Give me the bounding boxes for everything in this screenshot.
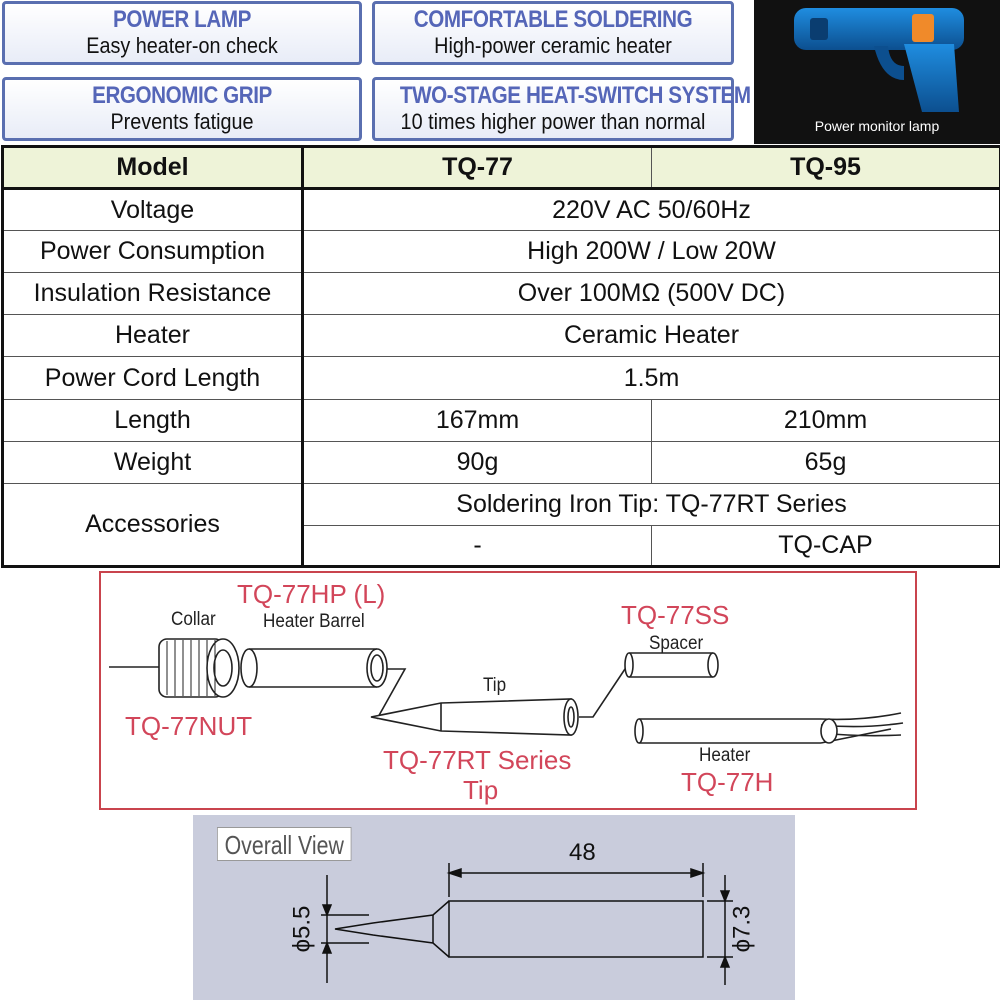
label-heater-barrel: Heater Barrel	[263, 611, 365, 632]
part-number-barrel: TQ-77HP (L)	[237, 579, 386, 609]
exploded-parts-diagram: Collar Heater Barrel Spacer Tip Heater T…	[99, 571, 917, 810]
spec-table: Model TQ-77 TQ-95 Voltage 220V AC 50/60H…	[1, 145, 1000, 568]
table-row: Insulation Resistance Over 100MΩ (500V D…	[2, 272, 1000, 316]
row-label-accessories: Accessories	[2, 482, 304, 568]
feature-title: POWER LAMP	[113, 6, 251, 33]
dimension-body-diameter: ϕ7.3	[728, 905, 756, 953]
part-number-tip-word: Tip	[463, 775, 499, 805]
feature-comfortable-soldering: COMFORTABLE SOLDERING High-power ceramic…	[372, 1, 734, 65]
table-row: Heater Ceramic Heater	[2, 314, 1000, 358]
table-row: Length 167mm 210mm	[2, 398, 1000, 442]
barrel-part	[249, 648, 377, 688]
table-row: Voltage 220V AC 50/60Hz	[2, 188, 1000, 232]
soldering-iron-illustration	[794, 8, 964, 112]
row-label-heater: Heater	[2, 314, 304, 358]
feature-subtitle: High-power ceramic heater	[434, 33, 672, 58]
iron-handle	[904, 44, 959, 112]
spacer-part	[629, 652, 713, 678]
cell-length-tq77: 167mm	[302, 398, 652, 442]
heater-wires	[820, 712, 904, 744]
row-label-cord: Power Cord Length	[2, 356, 304, 400]
header-tq95: TQ-95	[651, 145, 1000, 191]
feature-title: COMFORTABLE SOLDERING	[413, 6, 693, 33]
header-model: Model	[2, 145, 304, 191]
power-lamp-icon	[912, 14, 934, 42]
heater-part	[639, 718, 821, 744]
dimension-length: 48	[569, 839, 596, 866]
tip-dimension-drawing	[321, 863, 733, 985]
label-collar: Collar	[171, 609, 216, 630]
feature-title: ERGONOMIC GRIP	[92, 82, 272, 109]
feature-power-lamp: POWER LAMP Easy heater-on check	[2, 1, 362, 65]
cell-weight-tq95: 65g	[651, 440, 1000, 484]
product-photo: Power monitor lamp	[754, 0, 1000, 144]
overall-view-title: Overall View	[217, 827, 352, 861]
photo-caption: Power monitor lamp	[814, 118, 940, 134]
cell-accessories-tip: Soldering Iron Tip: TQ-77RT Series	[302, 482, 1000, 526]
tip-point-outline	[334, 900, 450, 958]
cell-cord: 1.5m	[302, 356, 1000, 400]
feature-title: TWO-STAGE HEAT-SWITCH SYSTEM	[399, 82, 751, 109]
cell-voltage: 220V AC 50/60Hz	[302, 188, 1000, 232]
cell-accessories-tq77: -	[302, 524, 652, 568]
feature-ergonomic-grip: ERGONOMIC GRIP Prevents fatigue	[2, 77, 362, 141]
row-label-weight: Weight	[2, 440, 304, 484]
tip-body-outline	[448, 900, 704, 958]
cell-length-tq95: 210mm	[651, 398, 1000, 442]
overall-view-drawing: Overall View 48 ϕ5.5 ϕ7.	[193, 815, 795, 1000]
part-number-nut: TQ-77NUT	[125, 711, 253, 741]
cell-weight-tq77: 90g	[302, 440, 652, 484]
iron-trigger	[874, 46, 904, 80]
row-label-insulation: Insulation Resistance	[2, 272, 304, 316]
cell-power: High 200W / Low 20W	[302, 230, 1000, 274]
table-row: Power Consumption High 200W / Low 20W	[2, 230, 1000, 274]
feature-subtitle: Prevents fatigue	[110, 109, 254, 134]
cell-heater: Ceramic Heater	[302, 314, 1000, 358]
feature-subtitle: Easy heater-on check	[86, 33, 278, 58]
row-label-length: Length	[2, 398, 304, 442]
dimension-tip-diameter: ϕ5.5	[288, 905, 316, 953]
part-number-spacer: TQ-77SS	[621, 600, 730, 630]
label-tip: Tip	[483, 675, 507, 696]
feature-subtitle: 10 times higher power than normal	[400, 109, 706, 134]
parts-drawing	[109, 638, 904, 744]
label-spacer: Spacer	[649, 633, 704, 654]
table-row: Accessories Soldering Iron Tip: TQ-77RT …	[2, 482, 1000, 568]
table-row: Power Cord Length 1.5m	[2, 356, 1000, 400]
part-number-heater: TQ-77H	[681, 767, 774, 797]
part-number-tip-series: TQ-77RT Series	[383, 745, 572, 775]
label-heater: Heater	[699, 745, 751, 766]
cell-insulation: Over 100MΩ (500V DC)	[302, 272, 1000, 316]
iron-nozzle	[810, 18, 828, 40]
tip-part	[370, 698, 572, 736]
cell-accessories-tq95: TQ-CAP	[651, 524, 1000, 568]
table-row: - TQ-CAP	[3, 524, 1000, 568]
table-header-row: Model TQ-77 TQ-95	[2, 145, 1000, 191]
header-tq77: TQ-77	[302, 145, 652, 191]
row-label-voltage: Voltage	[2, 188, 304, 232]
feature-two-stage-heat-switch: TWO-STAGE HEAT-SWITCH SYSTEM 10 times hi…	[372, 77, 751, 141]
row-label-power: Power Consumption	[2, 230, 304, 274]
table-row: Weight 90g 65g	[2, 440, 1000, 484]
